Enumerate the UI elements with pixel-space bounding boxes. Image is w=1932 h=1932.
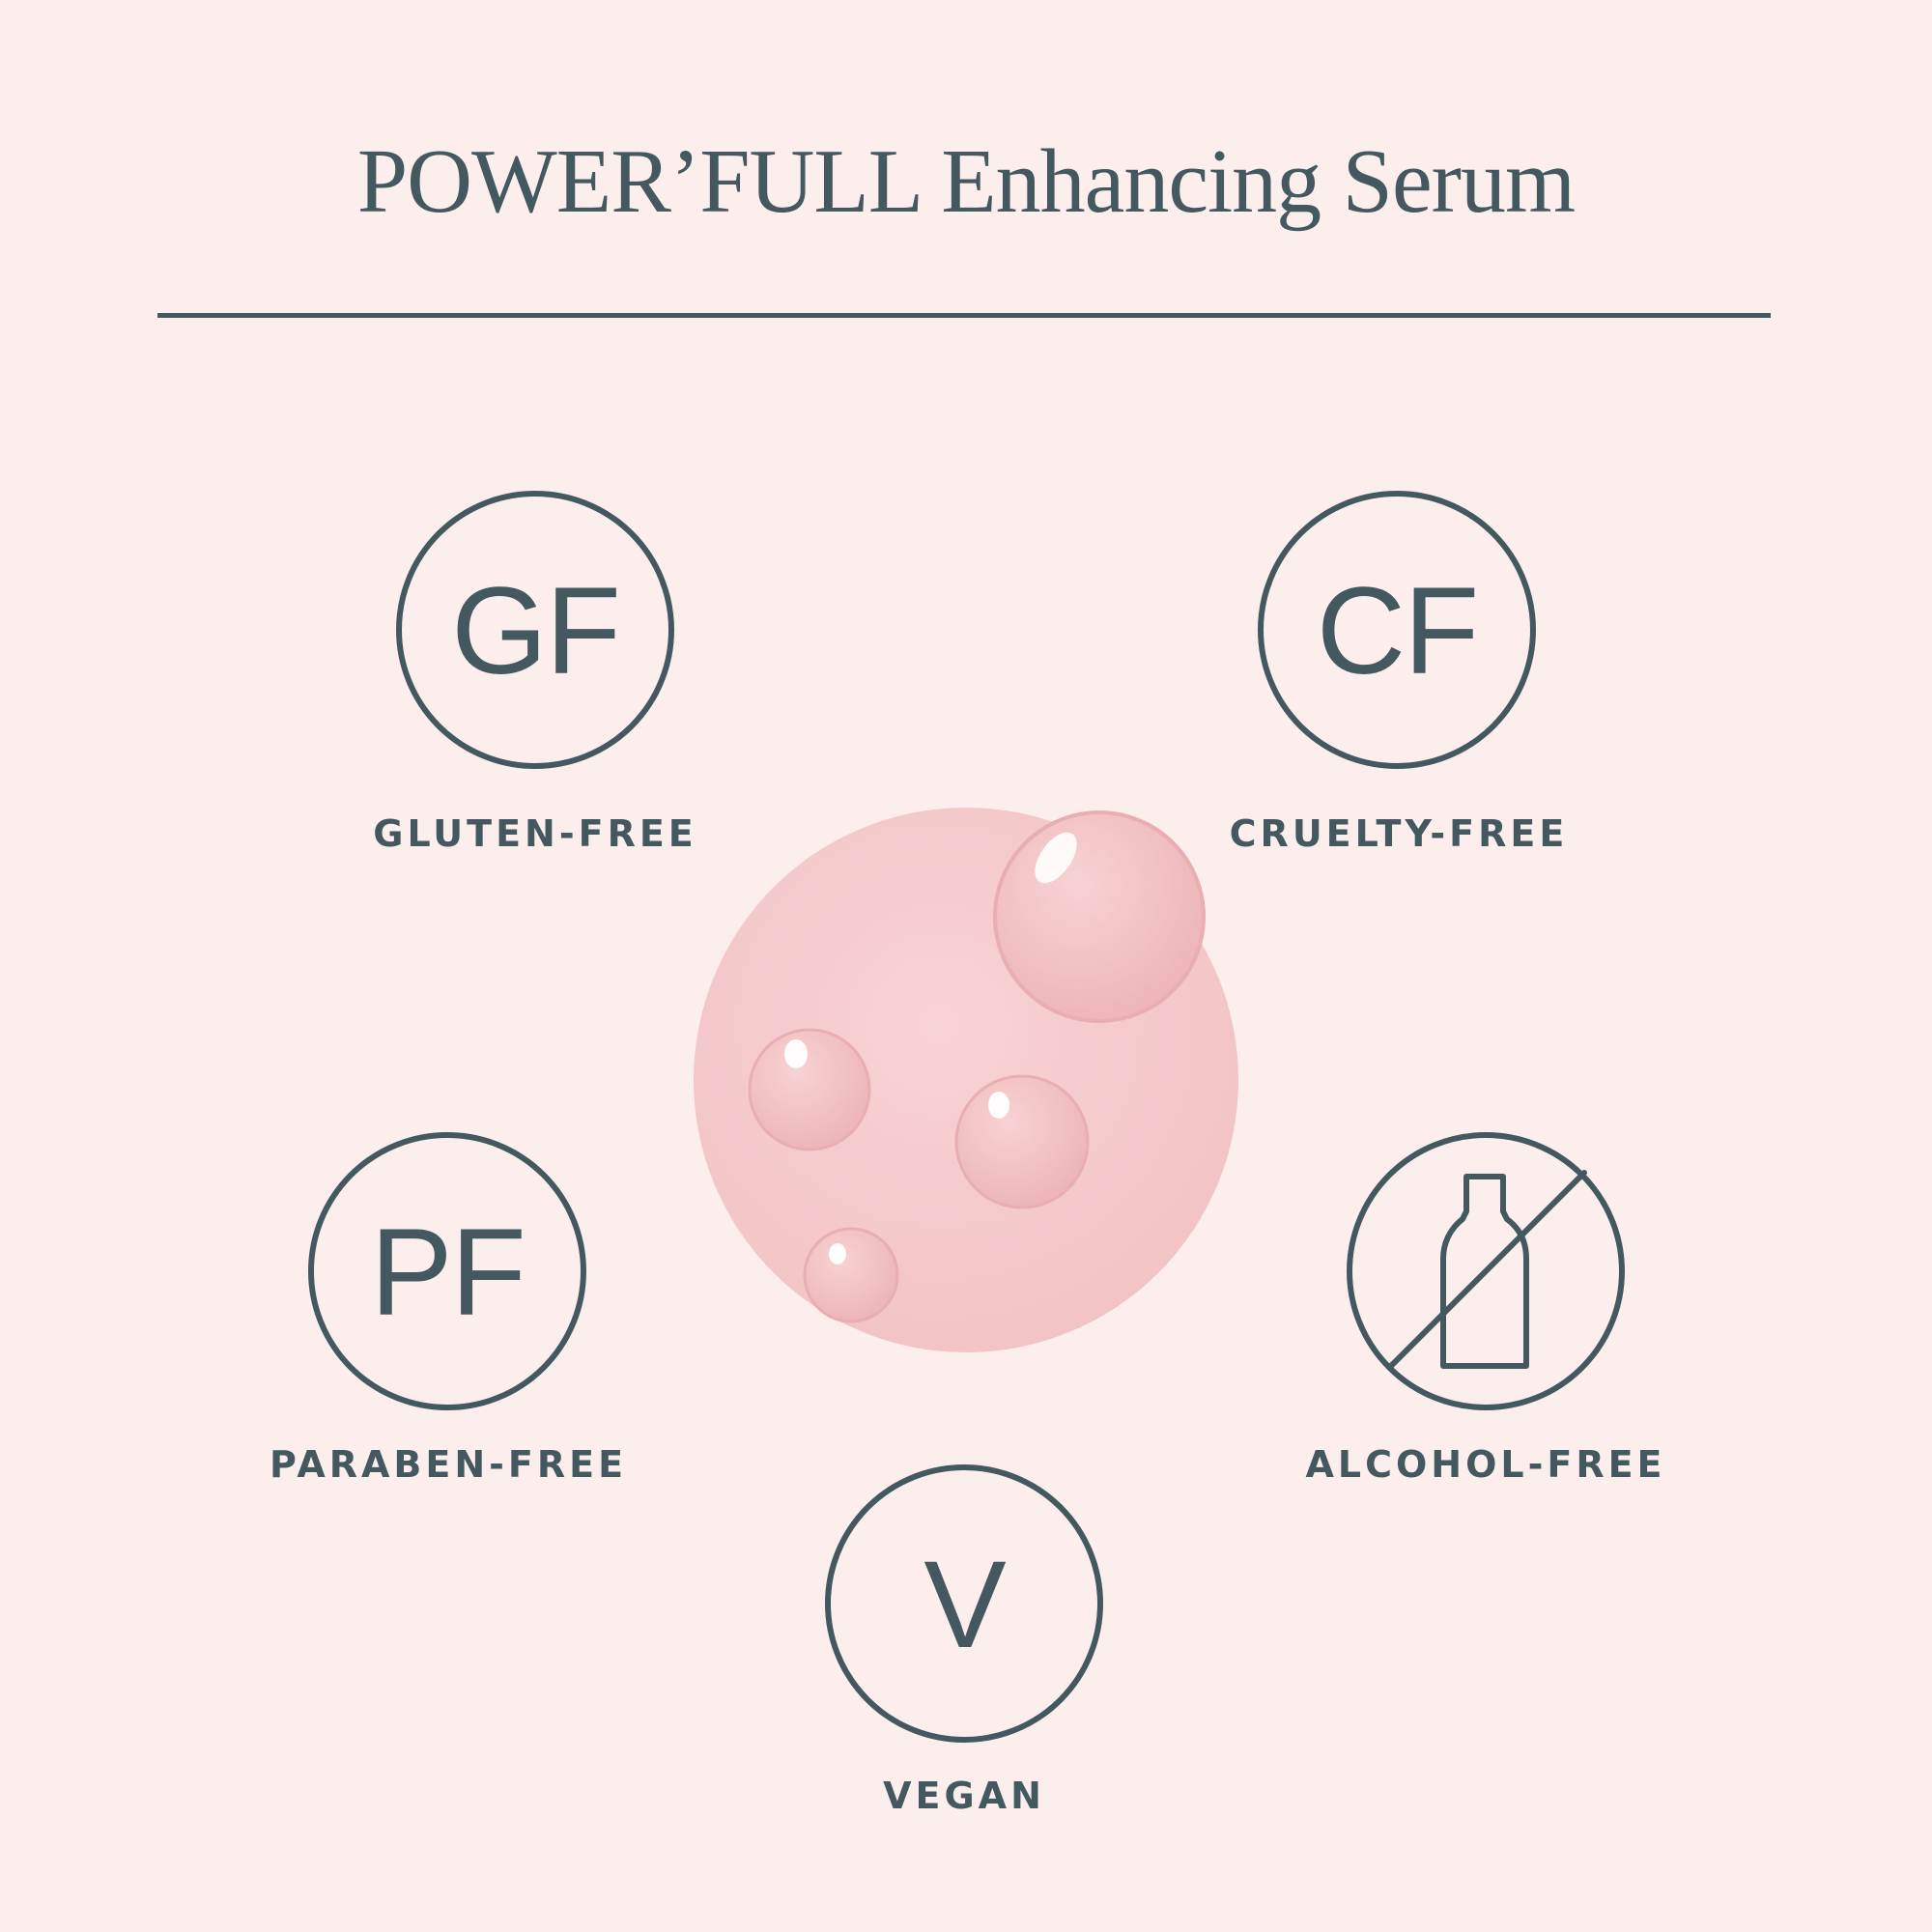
- cruelty-free-badge: CF: [1258, 491, 1536, 769]
- paraben-free-symbol: PF: [370, 1204, 526, 1342]
- cruelty-free-symbol: CF: [1316, 562, 1480, 700]
- serum-droplets-image: [694, 808, 1238, 1352]
- alcohol-free-label: ALCOHOL-FREE: [1305, 1443, 1666, 1486]
- gluten-free-symbol: GF: [451, 562, 621, 700]
- vegan-badge: V: [825, 1464, 1103, 1743]
- droplet-large: [993, 810, 1206, 1023]
- droplet-middle: [954, 1074, 1090, 1209]
- gluten-free-label: GLUTEN-FREE: [373, 812, 697, 855]
- cruelty-free-label: CRUELTY-FREE: [1229, 812, 1569, 855]
- gluten-free-badge: GF: [396, 491, 674, 769]
- paraben-free-label: PARABEN-FREE: [269, 1443, 628, 1486]
- page-title: POWER’FULL Enhancing Serum: [356, 131, 1576, 232]
- droplet-small: [803, 1227, 899, 1323]
- crossed-bottle-icon: [1388, 1170, 1587, 1369]
- alcohol-free-badge: [1347, 1132, 1625, 1410]
- droplet-left: [748, 1028, 871, 1151]
- vegan-symbol: V: [923, 1536, 1006, 1674]
- vegan-label: VEGAN: [883, 1775, 1045, 1817]
- title-divider: [157, 313, 1771, 318]
- paraben-free-badge: PF: [308, 1132, 586, 1410]
